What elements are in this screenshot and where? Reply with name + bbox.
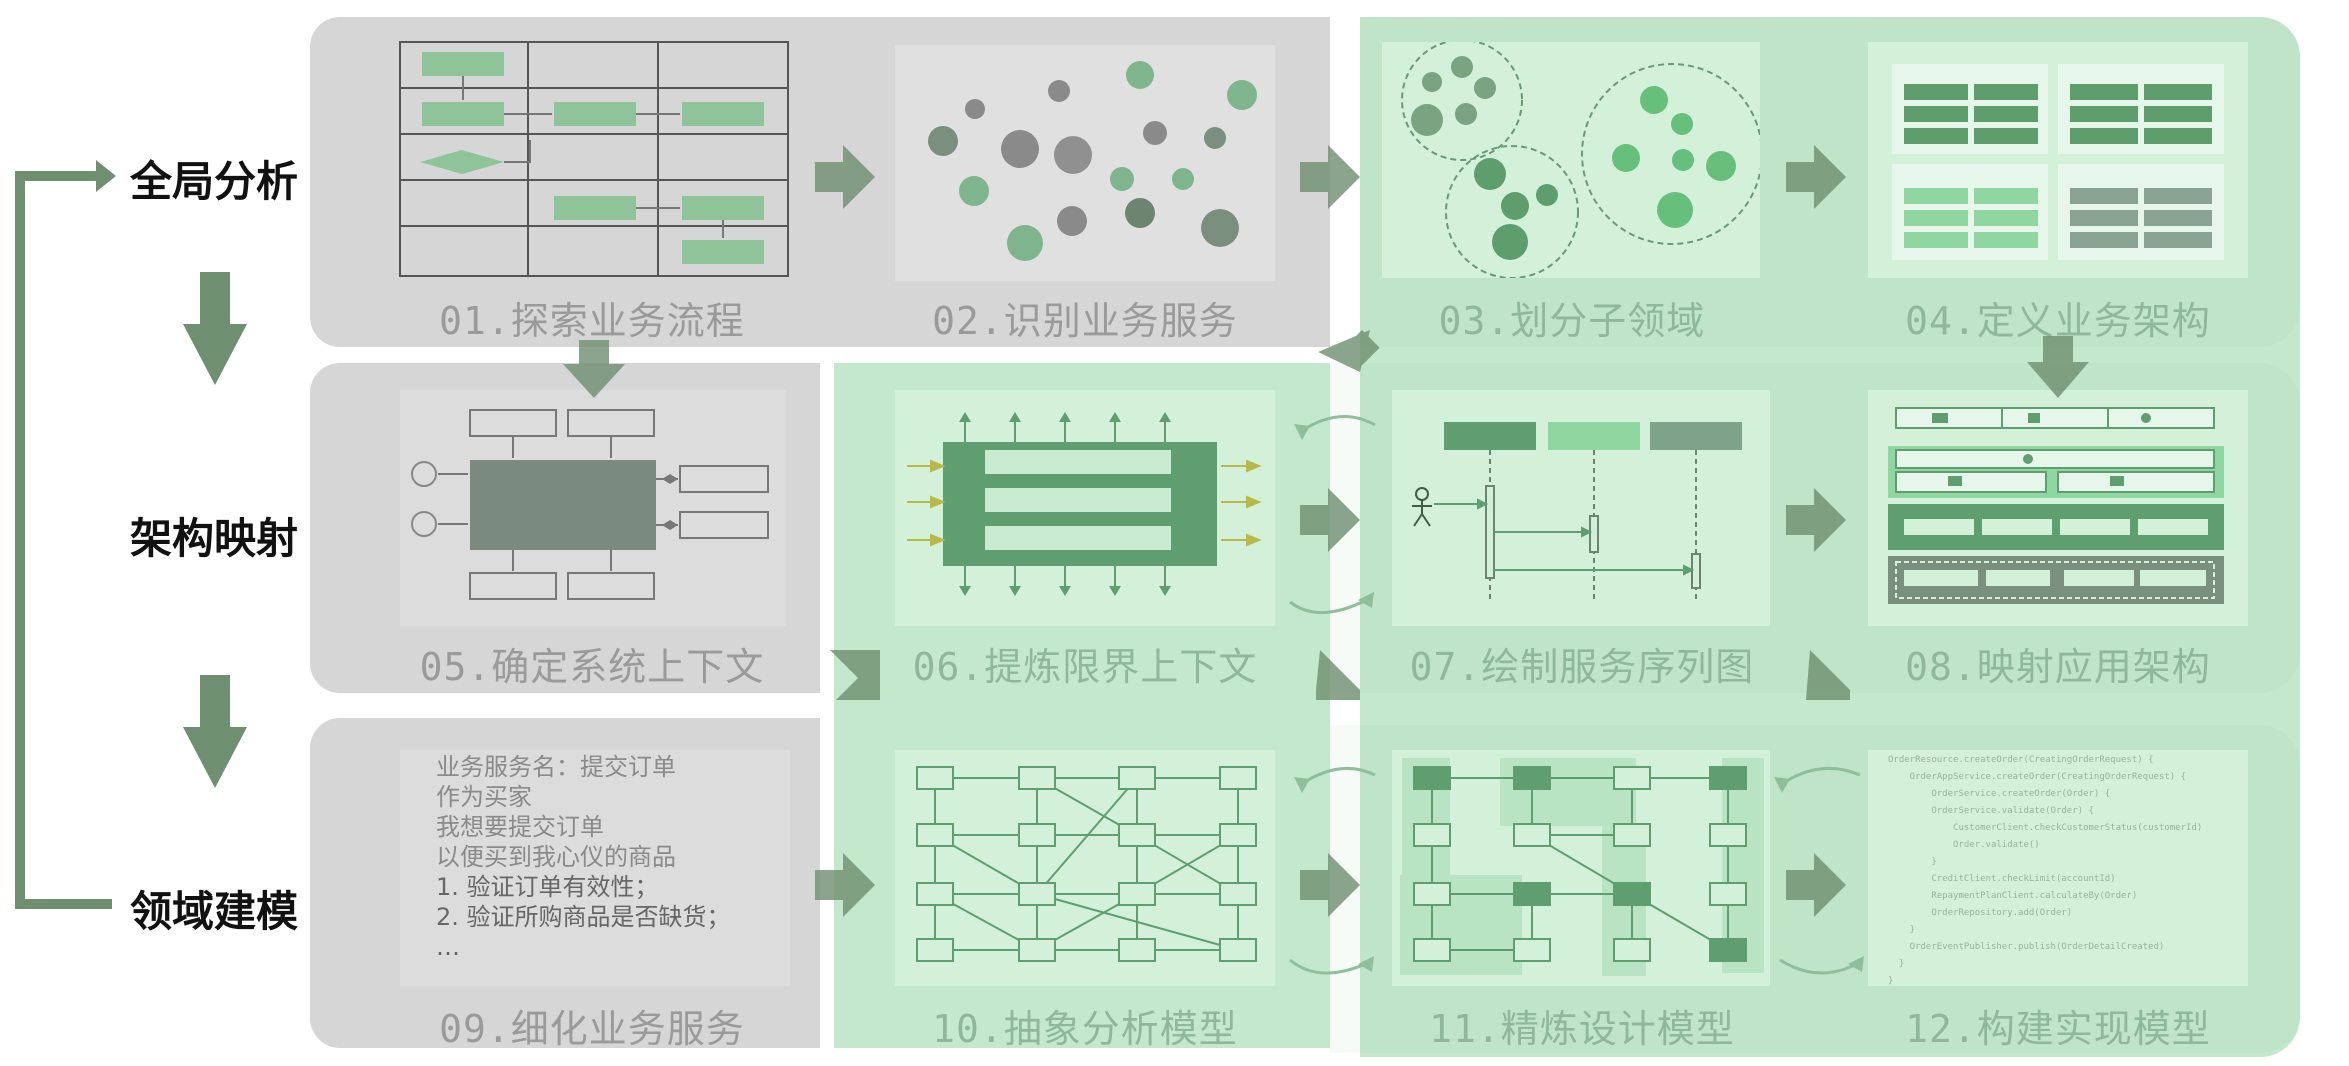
arrow-09-10 [815, 853, 875, 917]
code-line: } [1888, 959, 1905, 969]
down-arrow-2 [183, 727, 247, 788]
code-line: CustomerClient.checkCustomerStatus(custo… [1888, 823, 2203, 833]
stage-label-domain-modeling: 领域建模 [130, 887, 299, 936]
code-line: OrderService.createOrder(Order) { [1888, 789, 2111, 799]
diagram-08-app-architecture [1888, 407, 2224, 604]
arrow-03-05 [1318, 330, 1380, 372]
code-line: OrderRepository.add(Order) [1888, 908, 2073, 918]
card-10-analysis-model [895, 750, 1275, 986]
step-title-09: 09.细化业务服务 [439, 1007, 745, 1051]
arrow-01-02 [815, 145, 875, 209]
step-title-11: 11.精炼设计模型 [1429, 1007, 1735, 1051]
code-line: } [1888, 976, 1894, 986]
arrow-01-05 [563, 340, 625, 398]
arrow-03-04 [1786, 145, 1846, 209]
code-line: Order.validate() [1888, 840, 2040, 850]
diagram-10-analysis-model [916, 766, 1257, 962]
card-12-implementation-model [1868, 750, 2248, 986]
arrow-02-03 [1300, 145, 1360, 209]
stage-label-architecture-mapping: 架构映射 [130, 514, 299, 563]
story-line: 业务服务名：提交订单 [436, 753, 676, 781]
diagram-01-swimlane [399, 41, 789, 277]
step-title-12: 12.构建实现模型 [1905, 1007, 2211, 1051]
code-line: } [1888, 857, 1937, 867]
code-line: OrderAppService.createOrder(CreatingOrde… [1888, 772, 2187, 782]
diagram-06-bounded-context [907, 412, 1262, 596]
arrow-07-08 [1786, 488, 1846, 552]
step-title-04: 04.定义业务架构 [1905, 299, 2211, 343]
arrow-11-12 [1786, 853, 1846, 917]
code-line: CreditClient.checkLimit(accountId) [1888, 874, 2116, 884]
arrow-04-08 [2027, 336, 2089, 398]
arrow-06-07 [1300, 488, 1360, 552]
stage-label-global-analysis: 全局分析 [130, 157, 299, 206]
loop-back-arrow [15, 171, 112, 909]
down-arrow-1 [183, 324, 247, 385]
diagram-04-business-architecture [1892, 64, 2224, 260]
story-line: 我想要提交订单 [436, 813, 604, 841]
arrow-05-10 [830, 650, 880, 700]
story-line: 作为买家 [436, 783, 532, 811]
loop-back-arrow-head [96, 160, 116, 192]
code-line: OrderEventPublisher.publish(OrderDetailC… [1888, 942, 2165, 952]
arrow-07-12 [1806, 650, 1850, 700]
story-line: 2. 验证所购商品是否缺货； [436, 903, 731, 931]
step-title-02: 02.识别业务服务 [932, 299, 1238, 343]
story-line: 1. 验证订单有效性； [436, 873, 659, 901]
code-line: RepaymentPlanClient.calculateBy(Order) [1888, 891, 2138, 901]
step-title-10: 10.抽象分析模型 [932, 1007, 1238, 1051]
story-line: 以便买到我心仪的商品 [436, 843, 676, 871]
code-line: } [1888, 925, 1916, 935]
code-sample: OrderResource.createOrder(CreatingOrderR… [1888, 752, 2202, 990]
code-line: OrderService.validate(Order) { [1888, 806, 2094, 816]
diagram-11-design-model [1400, 758, 1764, 976]
card-03-subdomains [1382, 42, 1760, 278]
code-line: OrderResource.createOrder(CreatingOrderR… [1888, 755, 2154, 765]
step-title-06: 06.提炼限界上下文 [912, 645, 1258, 689]
diagram-03-subdomains [1401, 42, 1760, 278]
step-title-03: 03.划分子领域 [1438, 299, 1706, 343]
user-story-text: 业务服务名：提交订单 作为买家 我想要提交订单 以便买到我心仪的商品 1. 验证… [436, 752, 731, 962]
arrow-10-11 [1300, 853, 1360, 917]
arrow-06-11 [1316, 650, 1360, 700]
diagram-05-system-context [411, 409, 769, 600]
left-flow-arrows [15, 160, 247, 909]
diagram-02-bubbles [928, 61, 1257, 261]
step-title-08: 08.映射应用架构 [1905, 645, 2211, 689]
diagram-07-sequence [1412, 422, 1742, 600]
story-line: … [436, 933, 460, 961]
card-09-user-story [400, 750, 790, 986]
step-title-01: 01.探索业务流程 [439, 299, 745, 343]
step-title-07: 07.绘制服务序列图 [1409, 645, 1755, 689]
step-title-05: 05.确定系统上下文 [419, 645, 765, 689]
